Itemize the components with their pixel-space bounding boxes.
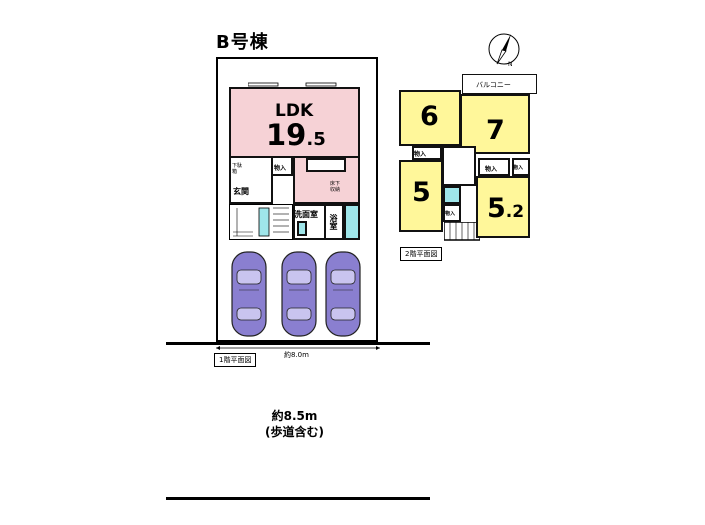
rear-boundary-line	[166, 497, 430, 500]
kitchen-area	[293, 156, 360, 204]
storage-2f-a-label: 物入	[414, 151, 427, 158]
toilet-2f	[443, 186, 461, 204]
room-6	[399, 90, 461, 146]
storage-2f-d	[443, 204, 461, 222]
depth-dimension: 約8.5m (歩道含む)	[265, 409, 324, 439]
room-6-size: 6	[420, 101, 439, 132]
room-5	[399, 160, 443, 232]
compass-icon: N	[488, 33, 520, 68]
kitchen-counter	[306, 158, 346, 172]
width-dimension: 約8.0m	[284, 351, 309, 359]
washroom-label: 洗面室	[294, 210, 318, 219]
room-5-2	[476, 176, 530, 238]
room-7-size: 7	[486, 115, 505, 146]
storage-2f-c	[512, 158, 530, 176]
storage-1f-label: 物入	[274, 165, 287, 172]
storage-1f	[271, 156, 293, 176]
hall-area	[229, 156, 273, 204]
storage-2f-b-label: 物入	[485, 166, 498, 173]
bathtub	[344, 204, 360, 240]
floor1-plan-label: 1階平面図	[214, 353, 257, 367]
entrance-label: 玄関	[233, 187, 249, 196]
car-icon	[325, 251, 361, 337]
ldk-label: LDK	[275, 101, 314, 121]
storage-2f-c-label: 物入	[513, 165, 524, 171]
room-5-2-size: 5.2	[487, 193, 525, 224]
balcony-label: バルコニー	[476, 81, 511, 89]
width-dimension-arrow	[216, 346, 380, 350]
ldk-size: 19.5	[266, 118, 326, 152]
shoe-storage-label: 下駄箱	[232, 163, 243, 175]
car-icon	[281, 251, 317, 337]
stairs-1f	[229, 204, 293, 240]
compass-label: N	[508, 61, 513, 68]
storage-2f-a	[412, 146, 442, 160]
stairs-2f	[444, 222, 480, 241]
window-marks	[248, 82, 337, 87]
hall-2f	[442, 146, 476, 186]
bathroom	[324, 204, 344, 240]
storage-2f-d-label: 物入	[445, 211, 456, 217]
room-5-size: 5	[412, 177, 431, 208]
washbasin	[297, 221, 307, 236]
bathroom-label: 浴室	[329, 214, 338, 230]
under-storage-label: 床下収納	[330, 181, 341, 193]
building-title: B号棟	[216, 32, 269, 53]
car-icon	[231, 251, 267, 337]
room-7	[460, 94, 530, 154]
storage-2f-b	[478, 158, 510, 176]
floor2-plan-label: 2階平面図	[400, 247, 443, 261]
balcony	[462, 74, 537, 94]
road-line	[166, 342, 430, 345]
lot-boundary	[216, 57, 378, 342]
